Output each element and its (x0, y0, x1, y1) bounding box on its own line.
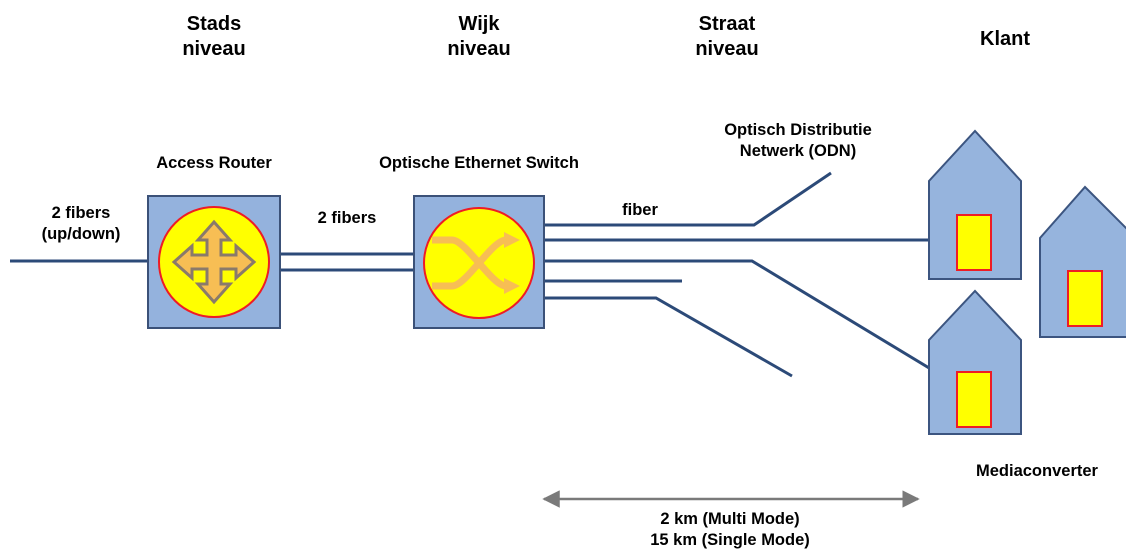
uplink-label: 2 fibers (up/down) (16, 203, 146, 245)
level-street-line-1: Straat (698, 13, 756, 35)
level-district-line-2: niveau (447, 38, 511, 60)
switch-arrows-icon (432, 236, 508, 290)
level-district-label: Wijk niveau (412, 12, 546, 62)
access-router-label: Access Router (156, 154, 272, 172)
mediaconverter-box-1 (956, 214, 992, 271)
four-way-arrow-icon (171, 219, 257, 305)
level-city-line-1: Stads (186, 13, 242, 35)
mediaconverter-label: Mediaconverter (976, 462, 1098, 480)
uplink-label-line-2: (up/down) (41, 225, 121, 244)
ethernet-switch-label: Optische Ethernet Switch (379, 154, 579, 172)
fiber-line-to-house-2 (544, 259, 945, 379)
level-street-label: Straat niveau (660, 12, 794, 62)
switch-arrowheads (504, 232, 520, 294)
distance-multimode: 2 km (Multi Mode) (660, 510, 800, 528)
odn-label: Optisch Distributie Netwerk (ODN) (688, 120, 908, 162)
distance-singlemode: 15 km (Single Mode) (650, 531, 810, 550)
access-router[interactable] (147, 195, 281, 329)
house-3[interactable] (1039, 185, 1126, 338)
interlink-label: 2 fibers (317, 209, 377, 227)
level-district-line-1: Wijk (458, 13, 500, 35)
house-1[interactable] (928, 129, 1022, 280)
fiber-label: fiber (622, 201, 658, 219)
distance-label: 2 km (Multi Mode) 15 km (Single Mode) (630, 509, 830, 551)
level-city-line-2: niveau (182, 38, 246, 60)
level-customer-label: Klant (940, 27, 1070, 52)
uplink-label-line-1: 2 fibers (51, 204, 111, 222)
mediaconverter-box-3 (1067, 270, 1103, 327)
level-city-label: Stads niveau (147, 12, 281, 62)
odn-label-line-1: Optisch Distributie (724, 121, 872, 139)
mediaconverter-box-2 (956, 371, 992, 428)
house-2[interactable] (928, 289, 1022, 435)
odn-fiber-line (544, 171, 832, 227)
spare-fiber-line-2 (544, 296, 793, 378)
level-customer-line-1: Klant (980, 28, 1030, 50)
odn-label-line-2: Netwerk (ODN) (739, 142, 857, 161)
ethernet-switch[interactable] (413, 195, 545, 329)
level-street-line-2: niveau (695, 38, 759, 60)
